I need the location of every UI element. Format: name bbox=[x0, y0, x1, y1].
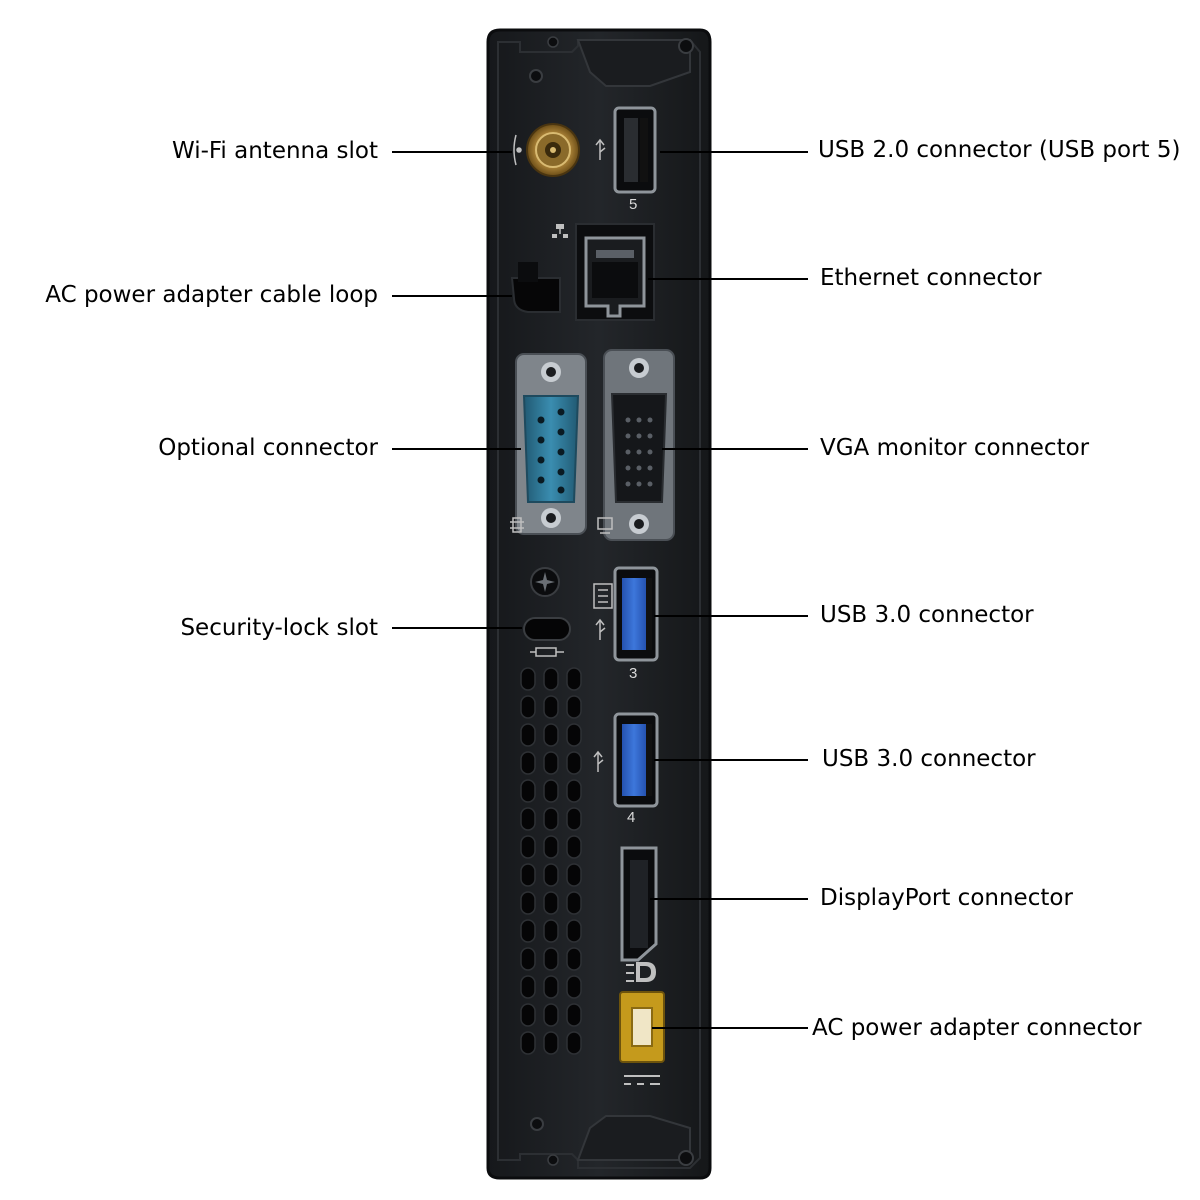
usb3-port-4 bbox=[613, 712, 659, 808]
vent-slot bbox=[566, 891, 582, 915]
wifi-antenna-icon bbox=[513, 134, 522, 166]
vent-slot bbox=[566, 667, 582, 691]
vent-slot bbox=[543, 863, 559, 887]
usb2-port-number: 5 bbox=[629, 196, 638, 213]
vent-slot bbox=[543, 1031, 559, 1055]
vent-slot bbox=[566, 863, 582, 887]
vent-slot bbox=[543, 1003, 559, 1027]
vga-port bbox=[603, 349, 675, 541]
displayport-port bbox=[620, 846, 658, 962]
usb3-port-4-number: 4 bbox=[627, 809, 636, 826]
lock-icon bbox=[530, 647, 564, 657]
vent-slot bbox=[520, 1031, 536, 1055]
monitor-icon bbox=[597, 517, 613, 534]
vent-slot bbox=[543, 975, 559, 999]
serial-icon bbox=[510, 517, 524, 533]
ethernet-port bbox=[575, 223, 655, 321]
vent-slot bbox=[566, 751, 582, 775]
leader-lines bbox=[392, 151, 808, 1029]
vent-slot bbox=[520, 723, 536, 747]
vent-slot bbox=[566, 779, 582, 803]
label-usb3-connector-b: USB 3.0 connector bbox=[822, 746, 1036, 772]
vent-slot bbox=[520, 667, 536, 691]
vent-slot bbox=[566, 723, 582, 747]
vent-slot bbox=[520, 1003, 536, 1027]
vent-slot bbox=[520, 751, 536, 775]
vent-slot bbox=[566, 947, 582, 971]
vent-slot bbox=[543, 779, 559, 803]
vent-slot bbox=[543, 807, 559, 831]
label-security-lock-slot: Security-lock slot bbox=[180, 615, 378, 641]
displayport-icon bbox=[626, 962, 656, 982]
ventilation-grille bbox=[520, 667, 582, 1055]
vent-slot bbox=[566, 975, 582, 999]
vent-slot bbox=[520, 835, 536, 859]
ethernet-icon bbox=[552, 224, 568, 238]
vent-slot bbox=[566, 1031, 582, 1055]
label-ethernet-connector: Ethernet connector bbox=[820, 265, 1042, 291]
vent-slot bbox=[520, 807, 536, 831]
vent-slot bbox=[566, 919, 582, 943]
vent-slot bbox=[520, 695, 536, 719]
label-usb2-connector: USB 2.0 connector (USB port 5) bbox=[818, 137, 1181, 163]
vent-slot bbox=[543, 695, 559, 719]
label-usb3-connector-a: USB 3.0 connector bbox=[820, 602, 1034, 628]
vent-slot bbox=[520, 779, 536, 803]
usb2-port bbox=[613, 106, 657, 194]
power-port bbox=[619, 991, 665, 1063]
vent-slot bbox=[520, 863, 536, 887]
vent-slot bbox=[543, 723, 559, 747]
label-optional-connector: Optional connector bbox=[158, 435, 378, 461]
usb-icon bbox=[595, 138, 606, 160]
wifi-antenna-connector bbox=[526, 123, 580, 177]
vent-slot bbox=[520, 919, 536, 943]
label-ac-power-connector: AC power adapter connector bbox=[812, 1015, 1142, 1041]
serial-port bbox=[515, 353, 587, 535]
keyboard-icon bbox=[593, 583, 613, 609]
cable-loop bbox=[510, 262, 561, 313]
usb3-port-3 bbox=[613, 566, 659, 662]
usb-icon bbox=[595, 618, 606, 640]
usb-icon bbox=[593, 750, 604, 772]
usb3-port-3-number: 3 bbox=[629, 665, 638, 682]
vent-slot bbox=[520, 947, 536, 971]
label-vga-connector: VGA monitor connector bbox=[820, 435, 1090, 461]
vent-slot bbox=[543, 947, 559, 971]
vent-slot bbox=[520, 975, 536, 999]
vent-slot bbox=[520, 891, 536, 915]
power-icon bbox=[624, 1075, 660, 1085]
vent-slot bbox=[566, 835, 582, 859]
vent-slot bbox=[543, 751, 559, 775]
vent-slot bbox=[566, 695, 582, 719]
pc-rear-panel bbox=[486, 28, 712, 1180]
chassis-screw bbox=[530, 567, 560, 597]
vent-slot bbox=[566, 1003, 582, 1027]
label-displayport-connector: DisplayPort connector bbox=[820, 885, 1073, 911]
vent-slot bbox=[543, 835, 559, 859]
label-wifi-antenna-slot: Wi-Fi antenna slot bbox=[171, 138, 378, 164]
vent-slot bbox=[543, 891, 559, 915]
vent-slot bbox=[543, 919, 559, 943]
vent-slot bbox=[566, 807, 582, 831]
vent-slot bbox=[543, 667, 559, 691]
label-ac-power-cable-loop: AC power adapter cable loop bbox=[45, 282, 378, 308]
security-lock-slot bbox=[523, 617, 571, 641]
